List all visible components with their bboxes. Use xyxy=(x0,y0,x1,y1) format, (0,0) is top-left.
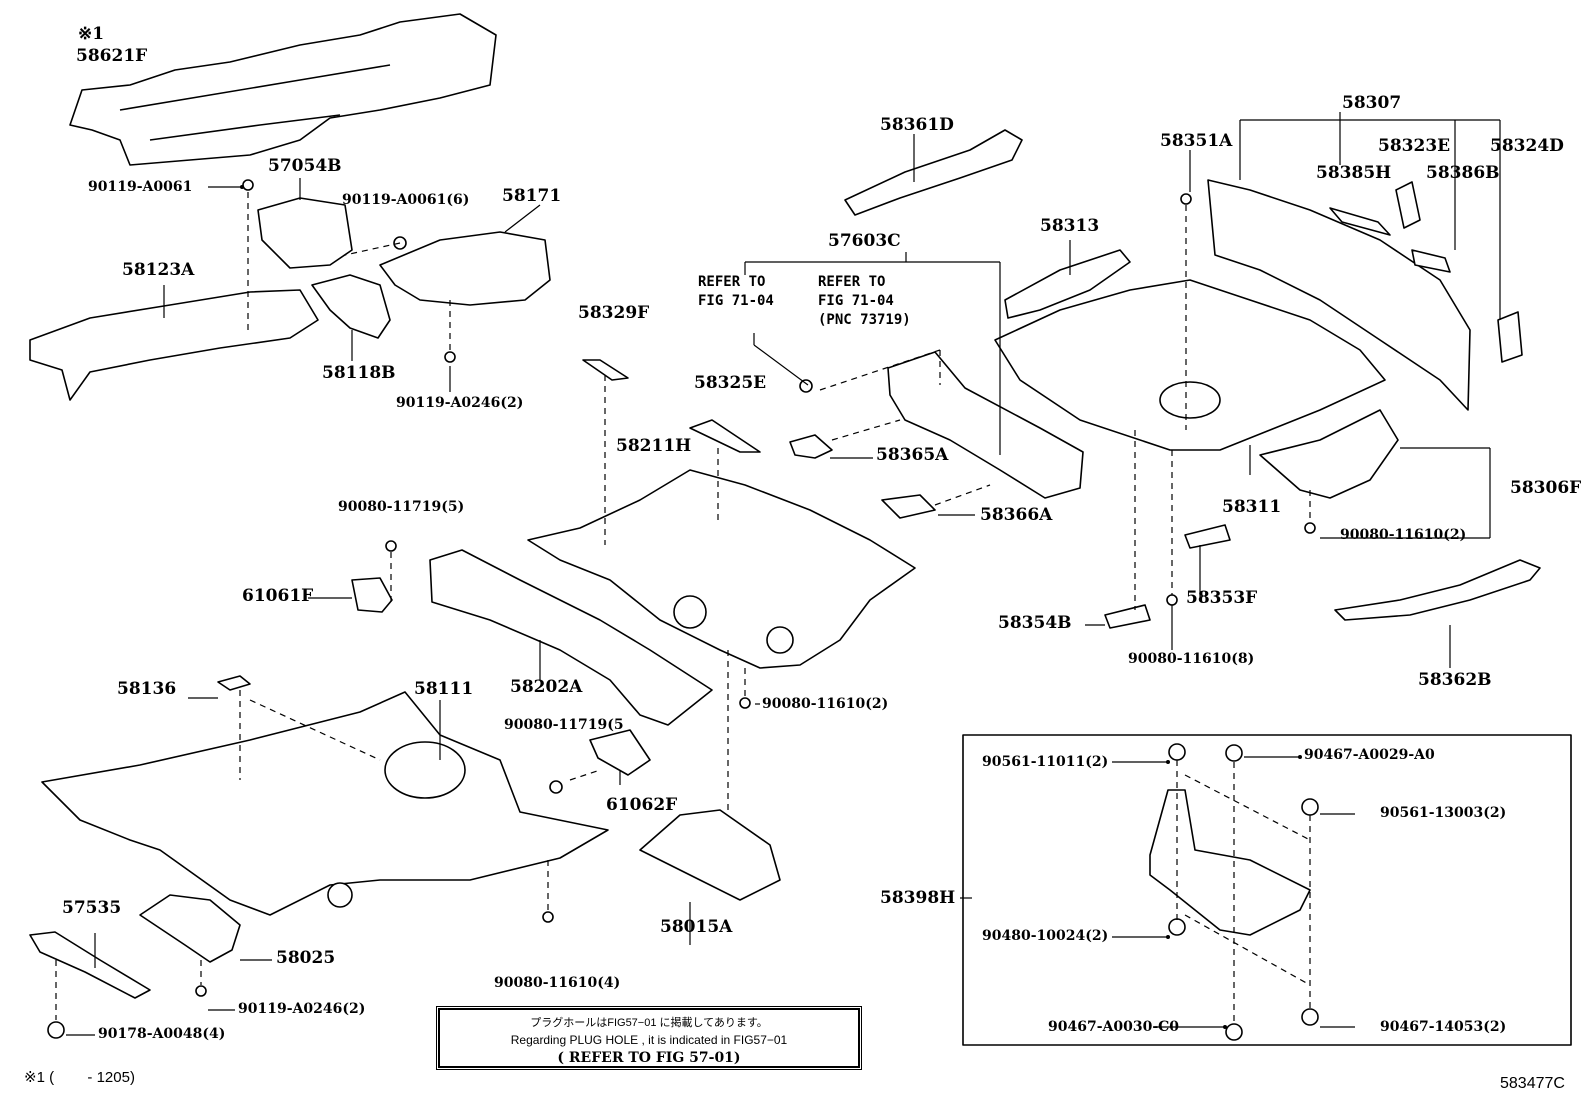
note-japanese: プラグホールはFIG57−01 に掲載してあります。 xyxy=(530,1017,768,1029)
label-90080-11719-5-top: 90080-11719(5) xyxy=(338,499,465,515)
part-58015A xyxy=(639,809,781,901)
note-english: Regarding PLUG HOLE , it is indicated in… xyxy=(510,1033,788,1047)
part-58621F xyxy=(69,13,497,166)
refer-note-1-line2: FIG 71-04 xyxy=(698,293,774,309)
label-57054B: 57054B xyxy=(268,156,342,176)
label-58325E: 58325E xyxy=(694,373,767,393)
label-90119-A0061: 90119-A0061 xyxy=(88,179,193,195)
label-90119-A0246-2-top: 90119-A0246(2) xyxy=(396,395,524,411)
label-90561-13003-2: 90561-13003(2) xyxy=(1380,805,1507,821)
label-57535: 57535 xyxy=(62,898,122,918)
footnote: ※1 ( - 1205) xyxy=(24,1069,135,1086)
label-90467-14053-2: 90467-14053(2) xyxy=(1380,1019,1507,1035)
label-58621F: 58621F xyxy=(76,46,148,66)
footnote-mark-label: ※1 xyxy=(78,24,105,44)
part-58123A xyxy=(29,289,319,401)
part-61061F xyxy=(351,577,393,613)
part-58025 xyxy=(139,894,241,963)
label-90467-A0030-C0: 90467-A0030-C0 xyxy=(1048,1019,1180,1035)
label-90480-10024-2: 90480-10024(2) xyxy=(982,928,1109,944)
label-90119-A0061-6: 90119-A0061(6) xyxy=(342,192,470,208)
label-90080-11610-8: 90080-11610(8) xyxy=(1128,651,1255,667)
figure-code: 583477C xyxy=(1500,1075,1565,1092)
part-58362B xyxy=(1334,559,1541,621)
part-61062F xyxy=(589,729,651,776)
label-57603C: 57603C xyxy=(828,231,901,251)
refer-note-2-line1: REFER TO xyxy=(818,274,886,290)
part-58353F xyxy=(1184,524,1231,549)
label-90467-A0029-A0: 90467-A0029-A0 xyxy=(1304,747,1435,763)
label-90178-A0048-4: 90178-A0048(4) xyxy=(98,1026,226,1042)
part-58365A xyxy=(789,434,833,459)
label-90080-11719-5-mid: 90080-11719(5 xyxy=(504,717,624,733)
label-58398H: 58398H xyxy=(880,888,956,908)
refer-note-2-line2: FIG 71-04 xyxy=(818,293,894,309)
label-58361D: 58361D xyxy=(880,115,954,135)
label-58354B: 58354B xyxy=(998,613,1072,633)
label-58306F: 58306F xyxy=(1510,478,1582,498)
refer-note-1: REFER TO FIG 71-04 xyxy=(698,273,774,311)
part-58211H xyxy=(527,469,916,669)
label-58323E: 58323E xyxy=(1378,136,1451,156)
label-58351A: 58351A xyxy=(1160,131,1233,151)
label-58171: 58171 xyxy=(502,186,562,206)
part-58354B xyxy=(1104,604,1151,629)
label-58324D: 58324D xyxy=(1490,136,1564,156)
label-58025: 58025 xyxy=(276,948,336,968)
part-58136 xyxy=(217,675,251,691)
part-58361D xyxy=(844,129,1023,216)
part-58202A xyxy=(429,549,713,726)
label-61062F: 61062F xyxy=(606,795,678,815)
label-58385H: 58385H xyxy=(1316,163,1392,183)
label-90080-11610-4: 90080-11610(4) xyxy=(494,975,621,991)
part-58398H xyxy=(1149,789,1311,936)
label-58118B: 58118B xyxy=(322,363,396,383)
label-58311: 58311 xyxy=(1222,497,1282,517)
part-57603C xyxy=(887,351,1084,499)
part-58385H xyxy=(1329,207,1391,236)
label-58015A: 58015A xyxy=(660,917,733,937)
part-58307 xyxy=(1207,179,1471,411)
label-58313: 58313 xyxy=(1040,216,1100,236)
part-58323E xyxy=(1395,181,1421,229)
label-90080-11610-2-center: 90080-11610(2) xyxy=(762,696,889,712)
note-reference: ( REFER TO FIG 57-01) xyxy=(557,1050,741,1066)
part-58111 xyxy=(41,691,609,916)
part-58306F xyxy=(1259,409,1399,499)
label-58329F: 58329F xyxy=(578,303,650,323)
part-58118B xyxy=(311,274,391,339)
label-61061F: 61061F xyxy=(242,586,314,606)
label-58202A: 58202A xyxy=(510,677,583,697)
label-58307: 58307 xyxy=(1342,93,1402,113)
label-58386B: 58386B xyxy=(1426,163,1500,183)
refer-note-2-line3: (PNC 73719) xyxy=(818,312,911,328)
label-90561-11011-2: 90561-11011(2) xyxy=(982,754,1109,770)
label-58353F: 58353F xyxy=(1186,588,1258,608)
part-58324D xyxy=(1497,311,1523,363)
label-58362B: 58362B xyxy=(1418,670,1492,690)
part-57535 xyxy=(29,931,151,999)
label-58123A: 58123A xyxy=(122,260,195,280)
plug-hole-note: プラグホールはFIG57−01 に掲載してあります。 Regarding PLU… xyxy=(438,1008,860,1068)
part-58311 xyxy=(994,279,1386,451)
label-90080-11610-2-right: 90080-11610(2) xyxy=(1340,527,1467,543)
label-58136: 58136 xyxy=(117,679,177,699)
label-58111: 58111 xyxy=(414,679,474,699)
part-58325E xyxy=(689,419,761,453)
refer-note-2: REFER TO FIG 71-04 (PNC 73719) xyxy=(818,273,911,330)
part-58366A xyxy=(881,494,936,519)
part-58329F xyxy=(582,359,629,381)
part-58386B xyxy=(1411,249,1451,273)
label-58365A: 58365A xyxy=(876,445,949,465)
part-58171 xyxy=(379,231,551,306)
label-90119-A0246-2-bottom: 90119-A0246(2) xyxy=(238,1001,366,1017)
label-58366A: 58366A xyxy=(980,505,1053,525)
refer-note-1-line1: REFER TO xyxy=(698,274,766,290)
part-57054B xyxy=(257,197,353,269)
label-58211H: 58211H xyxy=(616,436,692,456)
